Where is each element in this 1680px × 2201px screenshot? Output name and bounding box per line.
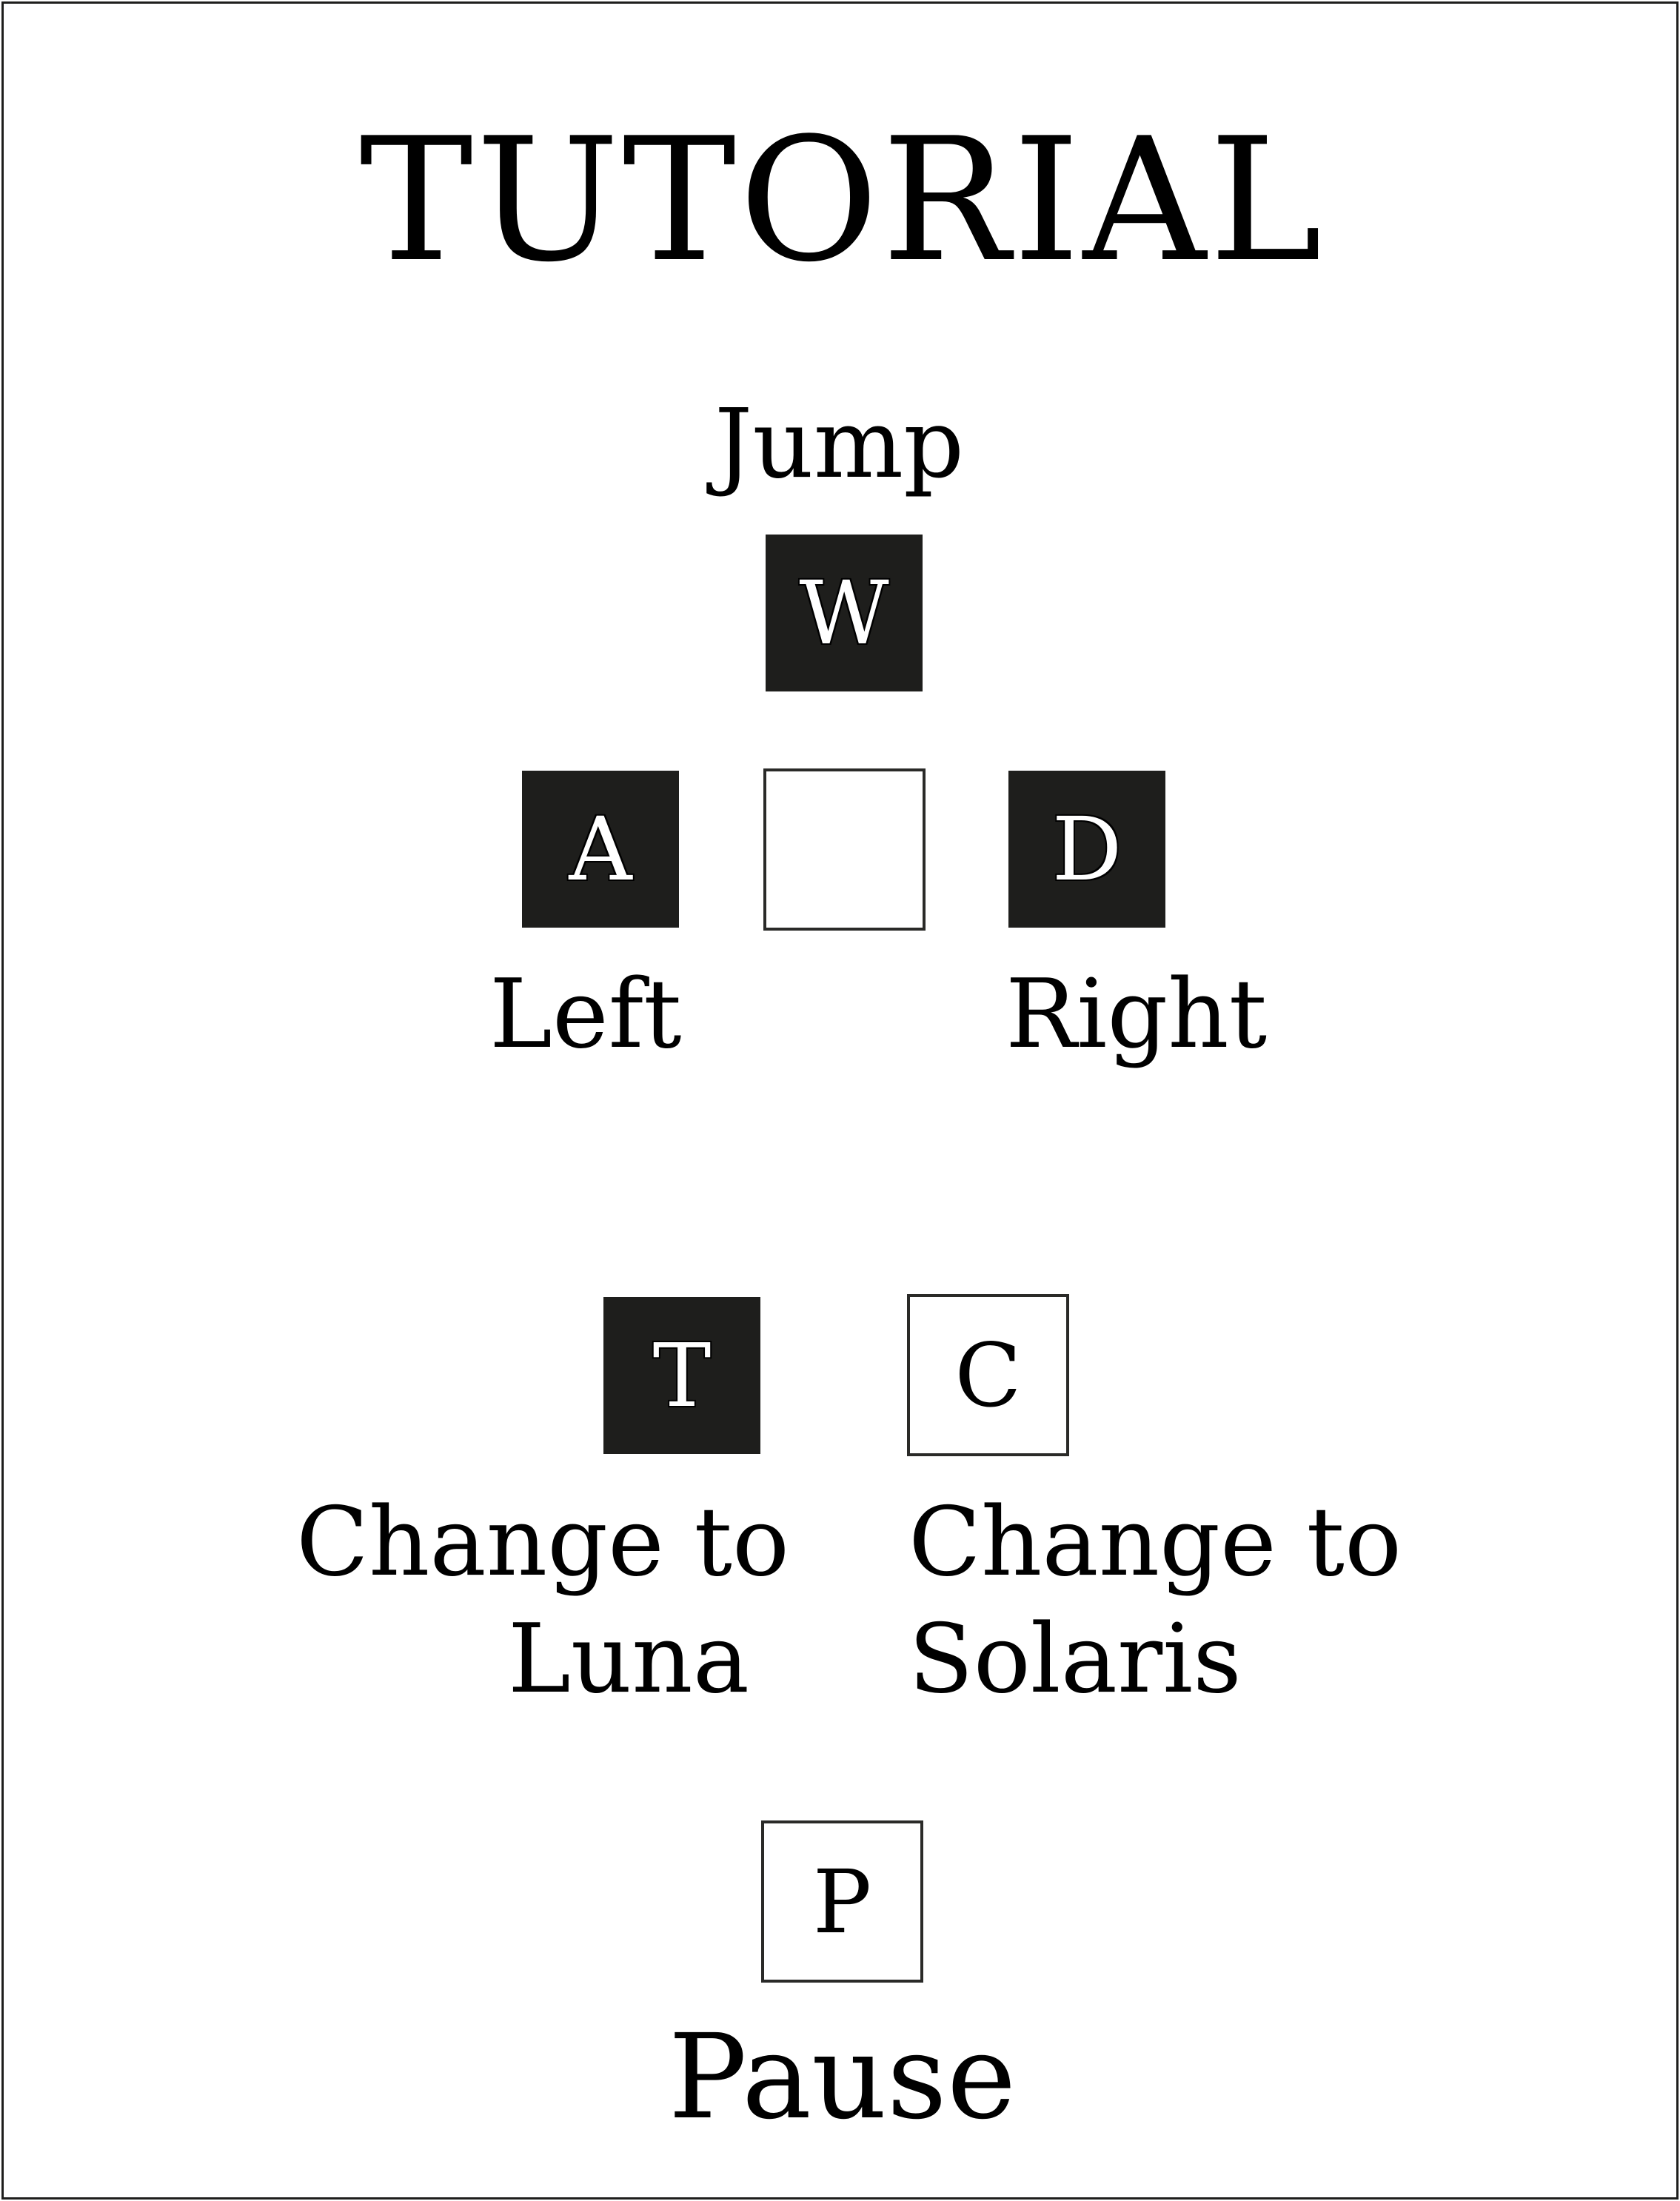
key-p-letter: P: [812, 1850, 872, 1953]
key-p: P: [761, 1820, 923, 1983]
key-w-letter: W: [799, 562, 889, 664]
key-a: A: [522, 771, 679, 928]
key-t-letter: T: [652, 1324, 712, 1427]
luna-label-line1: Change to: [296, 1487, 789, 1598]
solaris-label-line2: Solaris: [908, 1604, 1242, 1715]
left-label: Left: [489, 959, 682, 1070]
solaris-label-line1: Change to: [908, 1487, 1402, 1598]
key-blank: [763, 768, 926, 931]
luna-label-line2: Luna: [507, 1604, 749, 1715]
jump-label: Jump: [714, 389, 965, 500]
key-c: C: [907, 1294, 1069, 1456]
pause-label: Pause: [668, 2009, 1017, 2145]
key-c-letter: C: [954, 1324, 1022, 1427]
key-a-letter: A: [569, 798, 632, 900]
right-label: Right: [1005, 959, 1268, 1070]
key-t: T: [603, 1297, 760, 1454]
page-title: TUTORIAL: [359, 102, 1325, 300]
key-d: D: [1008, 771, 1165, 928]
key-w: W: [766, 535, 923, 691]
key-d-letter: D: [1051, 798, 1122, 900]
